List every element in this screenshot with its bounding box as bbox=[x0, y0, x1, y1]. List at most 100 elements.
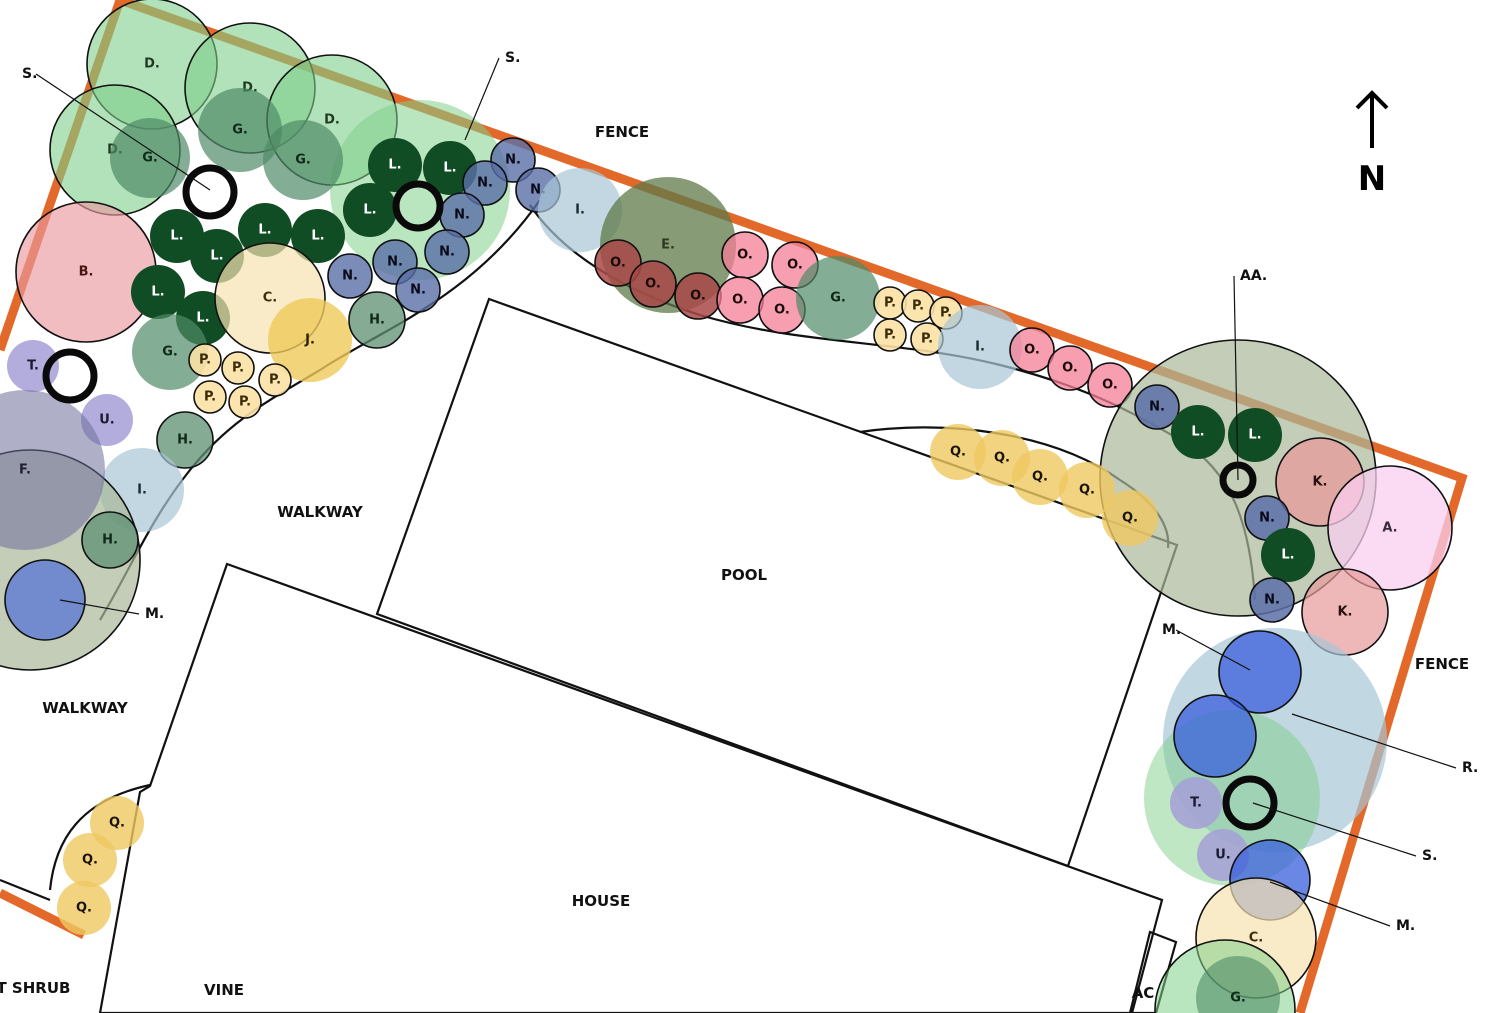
plant-circle bbox=[1087, 362, 1133, 408]
plant-circle bbox=[228, 385, 262, 419]
planting-bed-edge-west bbox=[99, 199, 541, 621]
plant-label: L. bbox=[170, 229, 183, 244]
plant-circle bbox=[150, 209, 204, 263]
plant-circle bbox=[594, 239, 642, 287]
plant-label: O. bbox=[1102, 378, 1118, 393]
callout-label: AA. bbox=[1240, 268, 1267, 284]
plant-label: Q. bbox=[994, 451, 1010, 466]
plant-n: N. bbox=[327, 253, 373, 299]
plant-circle bbox=[1012, 449, 1068, 505]
plant-circle bbox=[132, 314, 208, 390]
plant-label: L. bbox=[443, 161, 456, 176]
plant-label: N. bbox=[410, 283, 426, 298]
plant-label: G. bbox=[232, 123, 248, 138]
plant-circle bbox=[395, 267, 441, 313]
plant-circle bbox=[263, 120, 343, 200]
plant-circle bbox=[424, 229, 470, 275]
plant-circle bbox=[796, 256, 880, 340]
plant-l: L. bbox=[150, 209, 204, 263]
plant-l: L. bbox=[1228, 408, 1282, 462]
plant-q: Q. bbox=[57, 881, 111, 935]
callout-label: M. bbox=[145, 606, 164, 622]
fence-label-north: FENCE bbox=[595, 123, 649, 141]
plant-circle bbox=[0, 390, 105, 550]
plant-p: P. bbox=[228, 385, 262, 419]
plant-label: K. bbox=[1312, 475, 1327, 490]
plant-label: I. bbox=[575, 203, 585, 218]
plant-p: P. bbox=[193, 380, 227, 414]
callout-leader-line bbox=[59, 599, 140, 615]
plant-label: T. bbox=[1190, 796, 1202, 811]
plant-q: Q. bbox=[930, 424, 986, 480]
plant-q: Q. bbox=[90, 796, 144, 850]
plant-label: N. bbox=[1264, 593, 1280, 608]
plant-label: N. bbox=[387, 255, 403, 270]
plant-circle bbox=[1059, 462, 1115, 518]
shrub-ring-icon bbox=[42, 348, 98, 404]
plant-label: N. bbox=[454, 208, 470, 223]
plant-circle bbox=[1249, 577, 1295, 623]
callout-label: M. bbox=[1162, 622, 1181, 638]
callout-leader-line bbox=[1233, 275, 1239, 481]
plant-label: O. bbox=[737, 248, 753, 263]
plant-label: G. bbox=[162, 345, 178, 360]
plant-j: J. bbox=[268, 298, 352, 382]
plant-circle bbox=[1261, 528, 1315, 582]
plant-m bbox=[1218, 630, 1302, 714]
plant-label: O. bbox=[1024, 343, 1040, 358]
plant-circle bbox=[110, 118, 190, 198]
plant-l: L. bbox=[131, 265, 185, 319]
plant-label: T. bbox=[27, 359, 39, 374]
plant-label: L. bbox=[151, 285, 164, 300]
legend-vine: VINE bbox=[204, 981, 244, 999]
callout-label: S. bbox=[22, 66, 37, 82]
plant-label: Q. bbox=[76, 901, 92, 916]
plant-b: B. bbox=[15, 201, 157, 343]
plant-i: I. bbox=[538, 168, 622, 252]
plant-label: L. bbox=[258, 223, 271, 238]
plant-label: O. bbox=[787, 258, 803, 273]
plant-o2: O. bbox=[629, 260, 677, 308]
plant-label: A. bbox=[1382, 521, 1397, 536]
plant-label: Q. bbox=[109, 816, 125, 831]
plant-o: O. bbox=[716, 276, 764, 324]
plant-label: G. bbox=[295, 153, 311, 168]
plant-a: A. bbox=[1327, 465, 1453, 591]
callout-leader-line bbox=[1291, 713, 1457, 769]
plant-o: O. bbox=[721, 231, 769, 279]
sw-fence-inner bbox=[0, 878, 51, 902]
plant-circle bbox=[258, 363, 292, 397]
plant-circle bbox=[4, 559, 86, 641]
plant-circle bbox=[348, 291, 406, 349]
plant-circle bbox=[81, 511, 139, 569]
ac-label: AC bbox=[1132, 984, 1155, 1002]
plant-q: Q. bbox=[1012, 449, 1068, 505]
plant-label: P. bbox=[921, 332, 933, 347]
plant-p: P. bbox=[873, 318, 907, 352]
plant-label: P. bbox=[204, 390, 216, 405]
house-outline bbox=[98, 562, 1164, 1013]
plant-label: Q. bbox=[1032, 470, 1048, 485]
plant-label: P. bbox=[232, 361, 244, 376]
plant-l: L. bbox=[368, 138, 422, 192]
plant-h: H. bbox=[81, 511, 139, 569]
plant-circle bbox=[629, 260, 677, 308]
callout-layer: S.S.M.AA.M.R.S.M. bbox=[22, 50, 1478, 934]
plant-label: U. bbox=[1215, 848, 1231, 863]
plant-label: C. bbox=[1249, 931, 1263, 946]
plant-label: Q. bbox=[1122, 511, 1138, 526]
plant-circle bbox=[1047, 345, 1093, 391]
plant-label: L. bbox=[363, 203, 376, 218]
plant-circle bbox=[873, 318, 907, 352]
plant-circle bbox=[268, 298, 352, 382]
callout-leader-line bbox=[1269, 881, 1391, 927]
shrub-ring-icon bbox=[392, 180, 444, 232]
callout-leader-line bbox=[464, 57, 500, 141]
plant-n: N. bbox=[462, 160, 508, 206]
plant-g: G. bbox=[132, 314, 208, 390]
plant-l: L. bbox=[1171, 405, 1225, 459]
plant-label: N. bbox=[342, 269, 358, 284]
plant-label: N. bbox=[439, 245, 455, 260]
plant-label: C. bbox=[263, 291, 277, 306]
